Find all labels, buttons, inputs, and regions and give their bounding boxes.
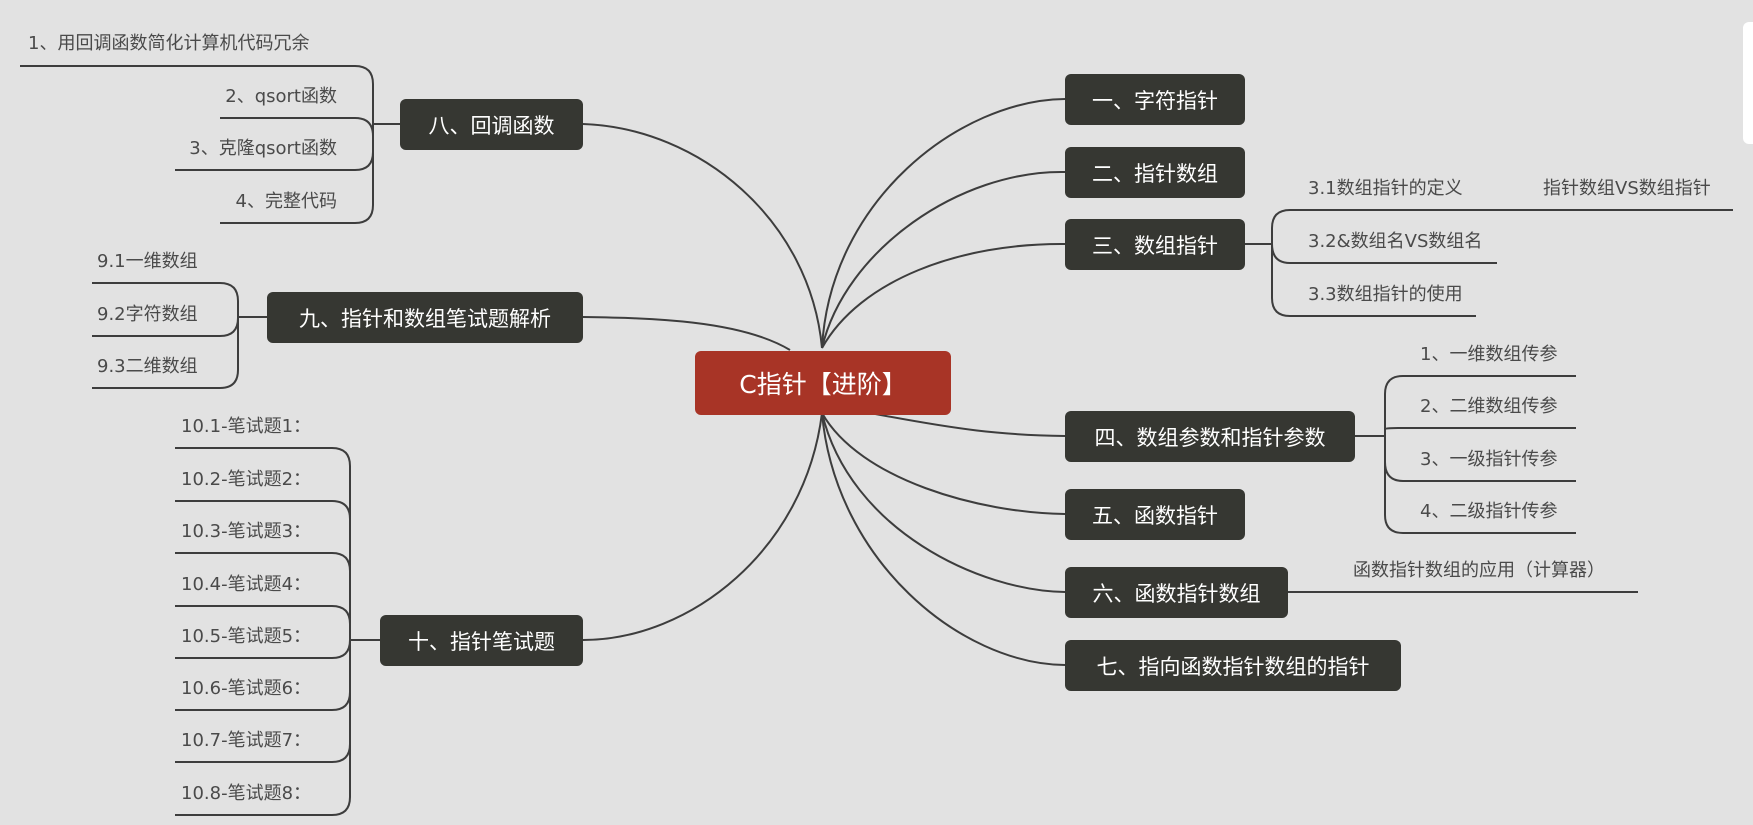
topic-pointer-to-function-pointer-array[interactable]: 七、指向函数指针数组的指针 xyxy=(1065,640,1401,691)
topic-array-and-pointer-params[interactable]: 四、数组参数和指针参数 xyxy=(1065,411,1355,462)
subtopic-3-2[interactable]: 3.2&数组名VS数组名 xyxy=(1308,231,1483,252)
side-panel-edge[interactable] xyxy=(1743,22,1753,144)
subtopic-10-6[interactable]: 10.6-笔试题6： xyxy=(181,678,312,699)
topic-pointer-array-exam-analysis[interactable]: 九、指针和数组笔试题解析 xyxy=(267,292,583,343)
subtopic-4-4[interactable]: 4、二级指针传参 xyxy=(1420,501,1558,522)
subtopic-10-3[interactable]: 10.3-笔试题3： xyxy=(181,521,312,542)
subtopic-8-2[interactable]: 2、qsort函数 xyxy=(225,86,337,107)
subtopic-10-4[interactable]: 10.4-笔试题4： xyxy=(181,574,312,595)
topic-function-pointer[interactable]: 五、函数指针 xyxy=(1065,489,1245,540)
subtopic-10-7[interactable]: 10.7-笔试题7： xyxy=(181,730,312,751)
subtopic-10-5[interactable]: 10.5-笔试题5： xyxy=(181,626,312,647)
subtopic-10-2[interactable]: 10.2-笔试题2： xyxy=(181,469,312,490)
subtopic-10-8[interactable]: 10.8-笔试题8： xyxy=(181,783,312,804)
subtopic-6-1[interactable]: 函数指针数组的应用（计算器） xyxy=(1353,560,1605,581)
subtopic-3-1-detail[interactable]: 指针数组VS数组指针 xyxy=(1543,178,1711,199)
subtopic-8-3[interactable]: 3、克隆qsort函数 xyxy=(189,138,337,159)
topic-character-pointer[interactable]: 一、字符指针 xyxy=(1065,74,1245,125)
root-node[interactable]: C指针【进阶】 xyxy=(695,351,951,415)
topic-function-pointer-array[interactable]: 六、函数指针数组 xyxy=(1065,567,1288,618)
topic-array-pointer[interactable]: 三、数组指针 xyxy=(1065,219,1245,270)
subtopic-9-3[interactable]: 9.3二维数组 xyxy=(97,356,198,377)
subtopic-4-2[interactable]: 2、二维数组传参 xyxy=(1420,396,1558,417)
subtopic-4-1[interactable]: 1、一维数组传参 xyxy=(1420,344,1558,365)
subtopic-8-1[interactable]: 1、用回调函数简化计算机代码冗余 xyxy=(28,33,310,54)
subtopic-3-1[interactable]: 3.1数组指针的定义 xyxy=(1308,178,1463,199)
subtopic-4-3[interactable]: 3、一级指针传参 xyxy=(1420,449,1558,470)
topic-pointer-array[interactable]: 二、指针数组 xyxy=(1065,147,1245,198)
topic-callback-function[interactable]: 八、回调函数 xyxy=(400,99,583,150)
subtopic-9-2[interactable]: 9.2字符数组 xyxy=(97,304,198,325)
topic-pointer-exam-questions[interactable]: 十、指针笔试题 xyxy=(380,615,583,666)
subtopic-3-3[interactable]: 3.3数组指针的使用 xyxy=(1308,284,1463,305)
subtopic-9-1[interactable]: 9.1一维数组 xyxy=(97,251,198,272)
subtopic-10-1[interactable]: 10.1-笔试题1： xyxy=(181,416,312,437)
subtopic-8-4[interactable]: 4、完整代码 xyxy=(235,191,337,212)
